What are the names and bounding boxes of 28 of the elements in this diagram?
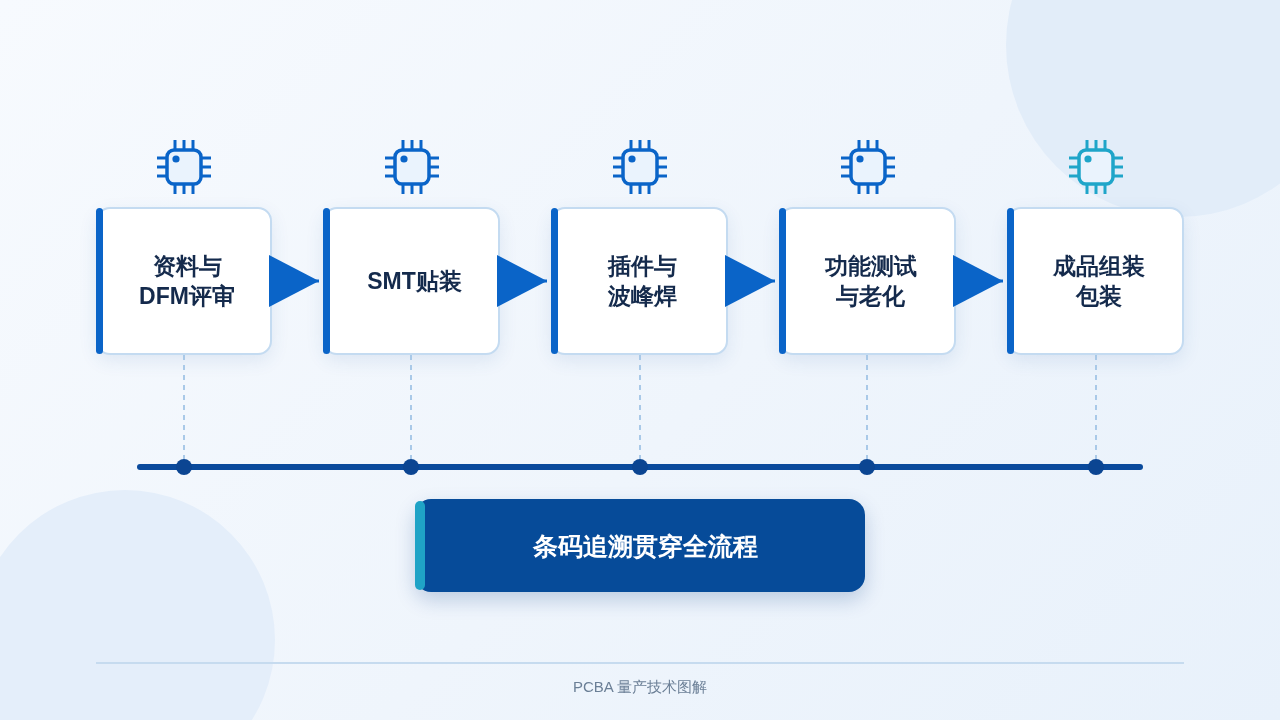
step-label: 功能测试与老化 [823,252,918,311]
banner [415,499,865,592]
process-box [96,207,272,355]
arrow [725,255,775,307]
footer-caption: PCBA 量产技术图解 [572,677,708,697]
arrow [953,255,1003,307]
step-label: SMT贴装 [366,267,463,296]
timeline-dot [403,459,419,475]
process-box [551,207,728,355]
timeline-dot [176,459,192,475]
timeline-dot [1088,459,1104,475]
dashed-connector [183,354,185,460]
arrow [269,255,319,307]
dashed-connector [639,354,641,460]
banner-text: 条码追溯贯穿全流程 [531,530,759,562]
step-label: 成品组装包装 [1051,252,1146,311]
dashed-connector [1095,354,1097,460]
timeline-dot [632,459,648,475]
arrow [497,255,547,307]
process-box [779,207,956,355]
step-label: 资料与DFM评审 [138,252,236,311]
dashed-connector [866,354,868,460]
timeline-bar [137,464,1143,470]
process-box [1007,207,1184,355]
step-label: 插件与波峰焊 [606,252,678,311]
dashed-connector [410,354,412,460]
timeline-dot [859,459,875,475]
process-box [323,207,500,355]
